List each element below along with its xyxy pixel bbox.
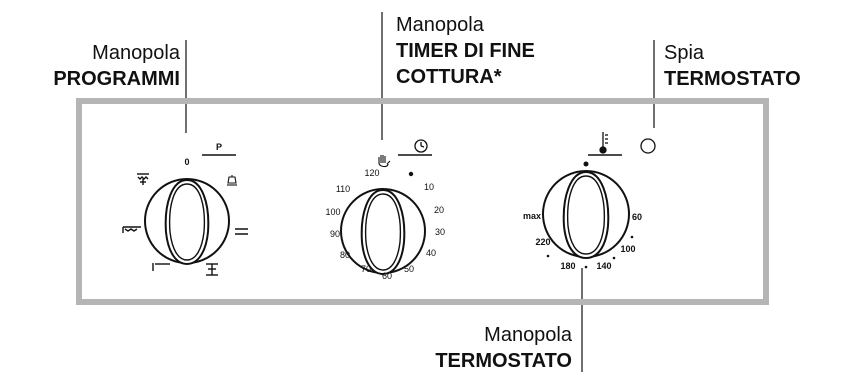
callout-spia-line1: Spia xyxy=(664,42,705,64)
callout-spia-line2: TERMOSTATO xyxy=(664,68,801,90)
timer-scale-40: 40 xyxy=(426,248,436,258)
callout-timer: Manopola TIMER DI FINE COTTURA* xyxy=(396,12,535,90)
termostato-scale-140: 140 xyxy=(596,261,611,271)
termostato-scale-60: 60 xyxy=(632,212,642,222)
timer-scale-70: 70 xyxy=(361,264,371,274)
programmi-knob-grip xyxy=(164,178,210,266)
callout-spia: Spia TERMOSTATO xyxy=(664,40,801,92)
timer-scale-20: 20 xyxy=(434,205,444,215)
callout-timer-line3: COTTURA* xyxy=(396,66,502,88)
termostato-knob-grip-inner xyxy=(566,175,606,255)
oven-light-icon xyxy=(227,175,237,186)
termostato-tick-80 xyxy=(630,235,634,239)
programmi-symbol-label: P xyxy=(216,142,222,152)
termostato-scale-max: max xyxy=(523,211,541,221)
timer-knob-grip-inner xyxy=(364,193,402,271)
callout-termostato-line2: TERMOSTATO xyxy=(435,350,572,372)
termostato-tick-200 xyxy=(546,254,550,258)
callout-programmi: Manopola PROGRAMMI xyxy=(8,40,180,92)
top-bottom-heat-icon xyxy=(235,228,248,235)
callout-timer-line2: TIMER DI FINE xyxy=(396,40,535,62)
spia-termostato-light xyxy=(640,138,656,154)
timer-scale-110: 110 xyxy=(336,184,350,194)
termostato-off-dot xyxy=(583,161,589,167)
termostato-tick-120 xyxy=(612,256,616,260)
grill-fan-icon xyxy=(137,173,149,185)
termostato-tick-160 xyxy=(584,265,588,269)
callout-programmi-line2: PROGRAMMI xyxy=(53,68,180,90)
callout-termostato: Manopola TERMOSTATO xyxy=(420,322,572,374)
hand-icon xyxy=(378,155,391,168)
bottom-heat-icon xyxy=(122,226,141,233)
programmi-zero-label: 0 xyxy=(184,157,189,167)
timer-scale-60: 60 xyxy=(382,271,392,281)
termostato-scale-180: 180 xyxy=(560,261,575,271)
timer-scale-90: 90 xyxy=(330,229,340,239)
callout-timer-line1: Manopola xyxy=(396,14,484,36)
control-panel-frame xyxy=(76,98,769,305)
termostato-scale-220: 220 xyxy=(535,237,550,247)
timer-knob-grip xyxy=(360,188,406,276)
knob-timer[interactable]: 120 10 20 30 40 50 60 70 80 90 100 110 xyxy=(325,139,445,281)
timer-zero-dot xyxy=(408,171,414,177)
grill-icon xyxy=(206,263,218,276)
timer-scale-100: 100 xyxy=(325,207,340,217)
termostato-knob-grip xyxy=(562,170,610,260)
timer-scale-30: 30 xyxy=(435,227,445,237)
callout-programmi-line1: Manopola xyxy=(92,42,180,64)
timer-scale-80: 80 xyxy=(340,250,350,260)
programmi-knob-grip-inner xyxy=(168,183,206,261)
termostato-scale-100: 100 xyxy=(620,244,635,254)
callout-termostato-line1: Manopola xyxy=(484,324,572,346)
clock-icon xyxy=(414,139,428,153)
top-heat-icon xyxy=(152,263,170,271)
thermometer-icon xyxy=(599,132,608,154)
knob-termostato[interactable]: max 60 100 140 180 220 xyxy=(523,132,642,271)
knob-programmi[interactable]: P 0 xyxy=(122,142,248,276)
timer-scale-120: 120 xyxy=(364,168,379,178)
timer-scale-50: 50 xyxy=(404,264,414,274)
timer-scale-10: 10 xyxy=(424,182,434,192)
